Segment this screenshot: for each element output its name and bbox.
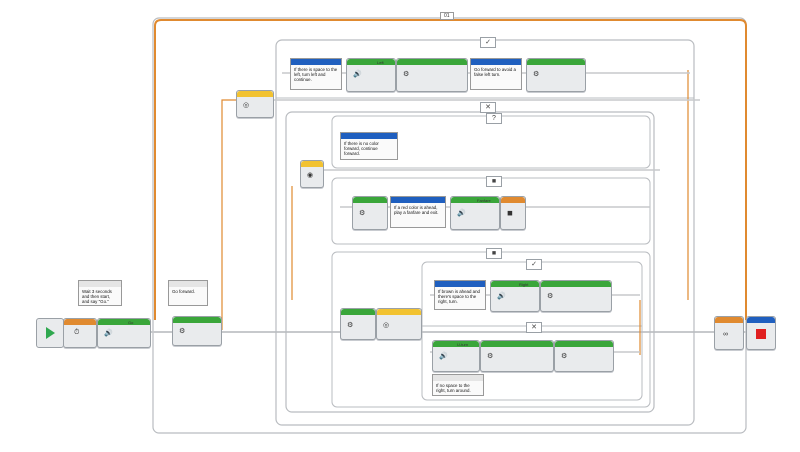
speaker-icon: 🔊 xyxy=(457,210,466,217)
move-steering-forward-2[interactable]: ⚙ xyxy=(526,58,586,92)
stop-icon: ◼ xyxy=(507,210,513,217)
case-tab-red[interactable]: ■ xyxy=(486,176,502,187)
motor-icon: ⚙ xyxy=(347,322,354,329)
ultrasonic-switch-right[interactable]: ◎ xyxy=(376,308,422,340)
comment-text: If brown is ahead and there's space to t… xyxy=(438,289,480,304)
sound-file-label: Left xyxy=(377,60,384,65)
sound-block-fanfare[interactable]: 🔊 Fanfare xyxy=(450,196,500,230)
loop-end-block[interactable]: ∞ xyxy=(714,316,744,350)
wait-block[interactable]: ⏱ xyxy=(63,318,97,348)
speaker-icon: 🔊 xyxy=(353,71,362,78)
sound-block-go[interactable]: 🔊 Go xyxy=(97,318,151,348)
comment-red-color[interactable]: If a red color is ahead, play a fanfare … xyxy=(390,196,446,228)
case-tab-true-right[interactable]: ✓ xyxy=(526,259,542,270)
motor-icon: ⚙ xyxy=(547,293,554,300)
move-tank-left[interactable]: ⚙ xyxy=(396,58,468,92)
ultrasonic-icon: ◎ xyxy=(383,322,390,329)
comment-go-forward[interactable]: Go forward. xyxy=(168,280,208,306)
comment-text: Go forward. xyxy=(172,289,195,294)
comment-text: If there is space to the left, turn left… xyxy=(294,67,338,82)
infinity-icon: ∞ xyxy=(723,331,728,338)
comment-text: Wait 3 seconds and then start, and say "… xyxy=(82,289,112,304)
comment-avoid-false-left[interactable]: Go forward to avoid a false left turn. xyxy=(470,58,522,90)
motor-icon: ⚙ xyxy=(179,328,186,335)
comment-brown-ahead[interactable]: If brown is ahead and there's space to t… xyxy=(434,280,486,310)
motor-icon: ⚙ xyxy=(359,210,366,217)
motor-icon: ⚙ xyxy=(561,353,568,360)
sound-file-label: Fanfare xyxy=(477,198,491,203)
outer-loop-label[interactable]: 01 xyxy=(440,12,454,20)
comment-text: If no space to the right, turn around. xyxy=(436,383,471,393)
start-block[interactable] xyxy=(36,318,64,348)
play-icon xyxy=(46,327,55,339)
ultrasonic-switch-left[interactable]: ◎ xyxy=(236,90,274,118)
speaker-icon: 🔊 xyxy=(439,353,448,360)
move-tank-right[interactable]: ⚙ xyxy=(540,280,612,312)
comment-text: If there is no color forward, continue f… xyxy=(344,141,379,156)
move-tank-uturn-2[interactable]: ⚙ xyxy=(554,340,614,372)
sound-file-label: Right xyxy=(519,282,529,287)
motor-icon: ⚙ xyxy=(403,71,410,78)
sound-file-label: U-turn xyxy=(457,342,469,347)
case-tab-false-right[interactable]: ✕ xyxy=(526,322,542,333)
case-tab-false-left[interactable]: ✕ xyxy=(480,102,496,113)
comment-text: If a red color is ahead, play a fanfare … xyxy=(394,205,439,215)
move-stop-red[interactable]: ⚙ xyxy=(352,196,388,230)
timer-icon: ⏱ xyxy=(74,329,80,336)
motor-icon: ⚙ xyxy=(533,71,540,78)
comment-text: Go forward to avoid a false left turn. xyxy=(474,67,516,77)
sound-block-left[interactable]: 🔊 Left xyxy=(346,58,396,92)
case-tab-no-color[interactable]: ? xyxy=(486,113,502,124)
stop-program-block[interactable]: ◼ xyxy=(500,196,526,230)
stop-icon xyxy=(756,329,766,339)
comment-no-space-right[interactable]: If no space to the right, turn around. xyxy=(432,374,484,396)
motor-icon: ⚙ xyxy=(487,353,494,360)
comment-left-space[interactable]: If there is space to the left, turn left… xyxy=(290,58,342,90)
comment-wait-start[interactable]: Wait 3 seconds and then start, and say "… xyxy=(78,280,122,306)
case-tab-black[interactable]: ■ xyxy=(486,248,502,259)
stop-block[interactable] xyxy=(746,316,776,350)
ultrasonic-icon: ◎ xyxy=(243,102,250,109)
move-steering-forward[interactable]: ⚙ xyxy=(172,316,222,346)
comment-no-color[interactable]: If there is no color forward, continue f… xyxy=(340,132,398,160)
color-sensor-switch[interactable]: ◉ xyxy=(300,160,324,188)
sound-block-uturn[interactable]: 🔊 U-turn xyxy=(432,340,480,372)
move-stop-brown[interactable]: ⚙ xyxy=(340,308,376,340)
speaker-icon: 🔊 xyxy=(104,330,113,337)
sound-block-right[interactable]: 🔊 Right xyxy=(490,280,540,312)
sound-file-label: Go xyxy=(128,320,134,325)
speaker-icon: 🔊 xyxy=(497,293,506,300)
case-tab-true-left[interactable]: ✓ xyxy=(480,37,496,48)
color-sensor-icon: ◉ xyxy=(307,172,314,179)
move-tank-uturn-1[interactable]: ⚙ xyxy=(480,340,554,372)
